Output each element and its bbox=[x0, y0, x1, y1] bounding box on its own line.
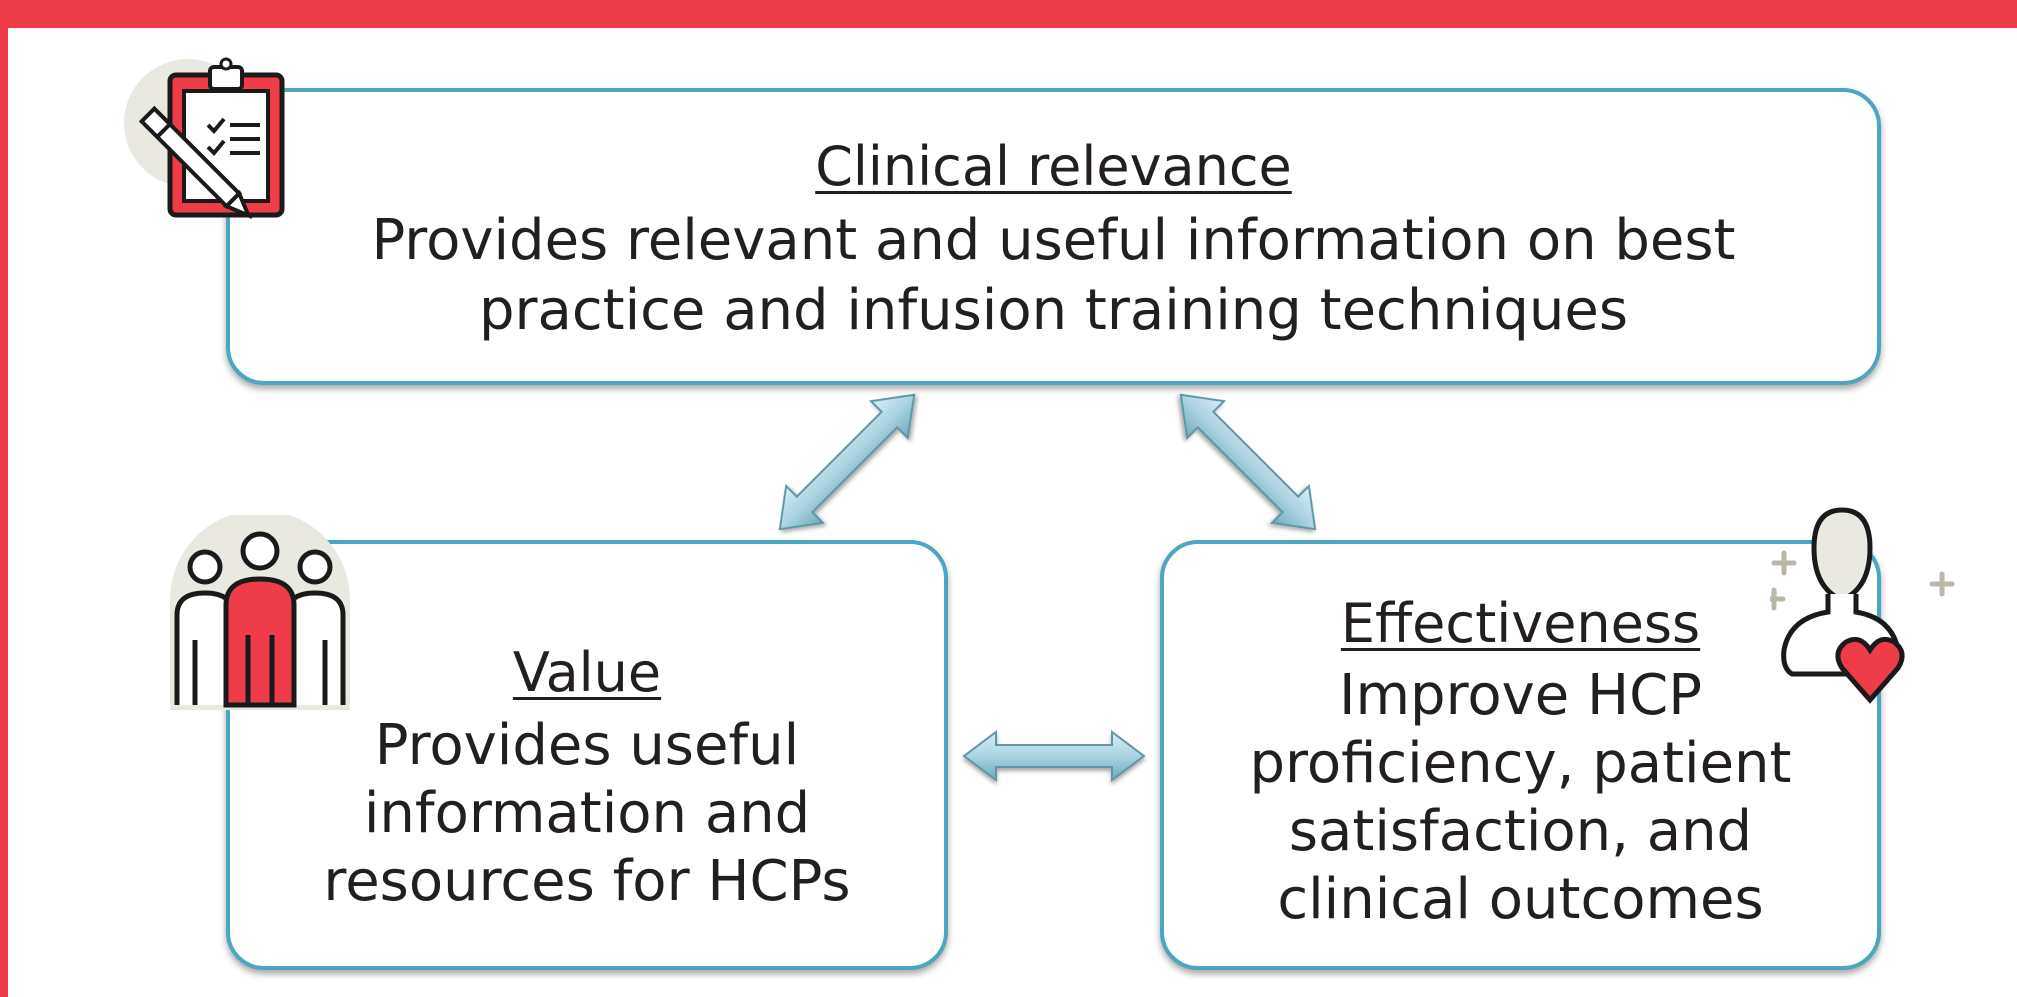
clinical-relevance-description: Provides relevant and useful information… bbox=[371, 207, 1736, 343]
team-people-icon bbox=[170, 515, 350, 710]
clinical-relevance-title: Clinical relevance bbox=[815, 134, 1292, 198]
effectiveness-title: Effectiveness bbox=[1340, 592, 1701, 655]
effectiveness-box: Effectiveness Improve HCP proficiency, p… bbox=[1160, 540, 1881, 970]
header-banner bbox=[0, 0, 2017, 28]
effectiveness-description: Improve HCP proficiency, patient satisfa… bbox=[1249, 663, 1792, 932]
patient-heart-icon bbox=[1770, 507, 1955, 704]
arrow-clinical-effectiveness bbox=[1179, 393, 1317, 531]
value-title: Value bbox=[512, 641, 662, 704]
arrow-clinical-value bbox=[778, 393, 916, 531]
arrow-value-effectiveness bbox=[962, 730, 1146, 782]
left-border bbox=[0, 0, 8, 997]
clinical-relevance-box: Clinical relevance Provides relevant and… bbox=[226, 88, 1881, 385]
value-description: Provides useful information and resource… bbox=[323, 713, 851, 914]
clipboard-checklist-icon bbox=[124, 57, 285, 220]
